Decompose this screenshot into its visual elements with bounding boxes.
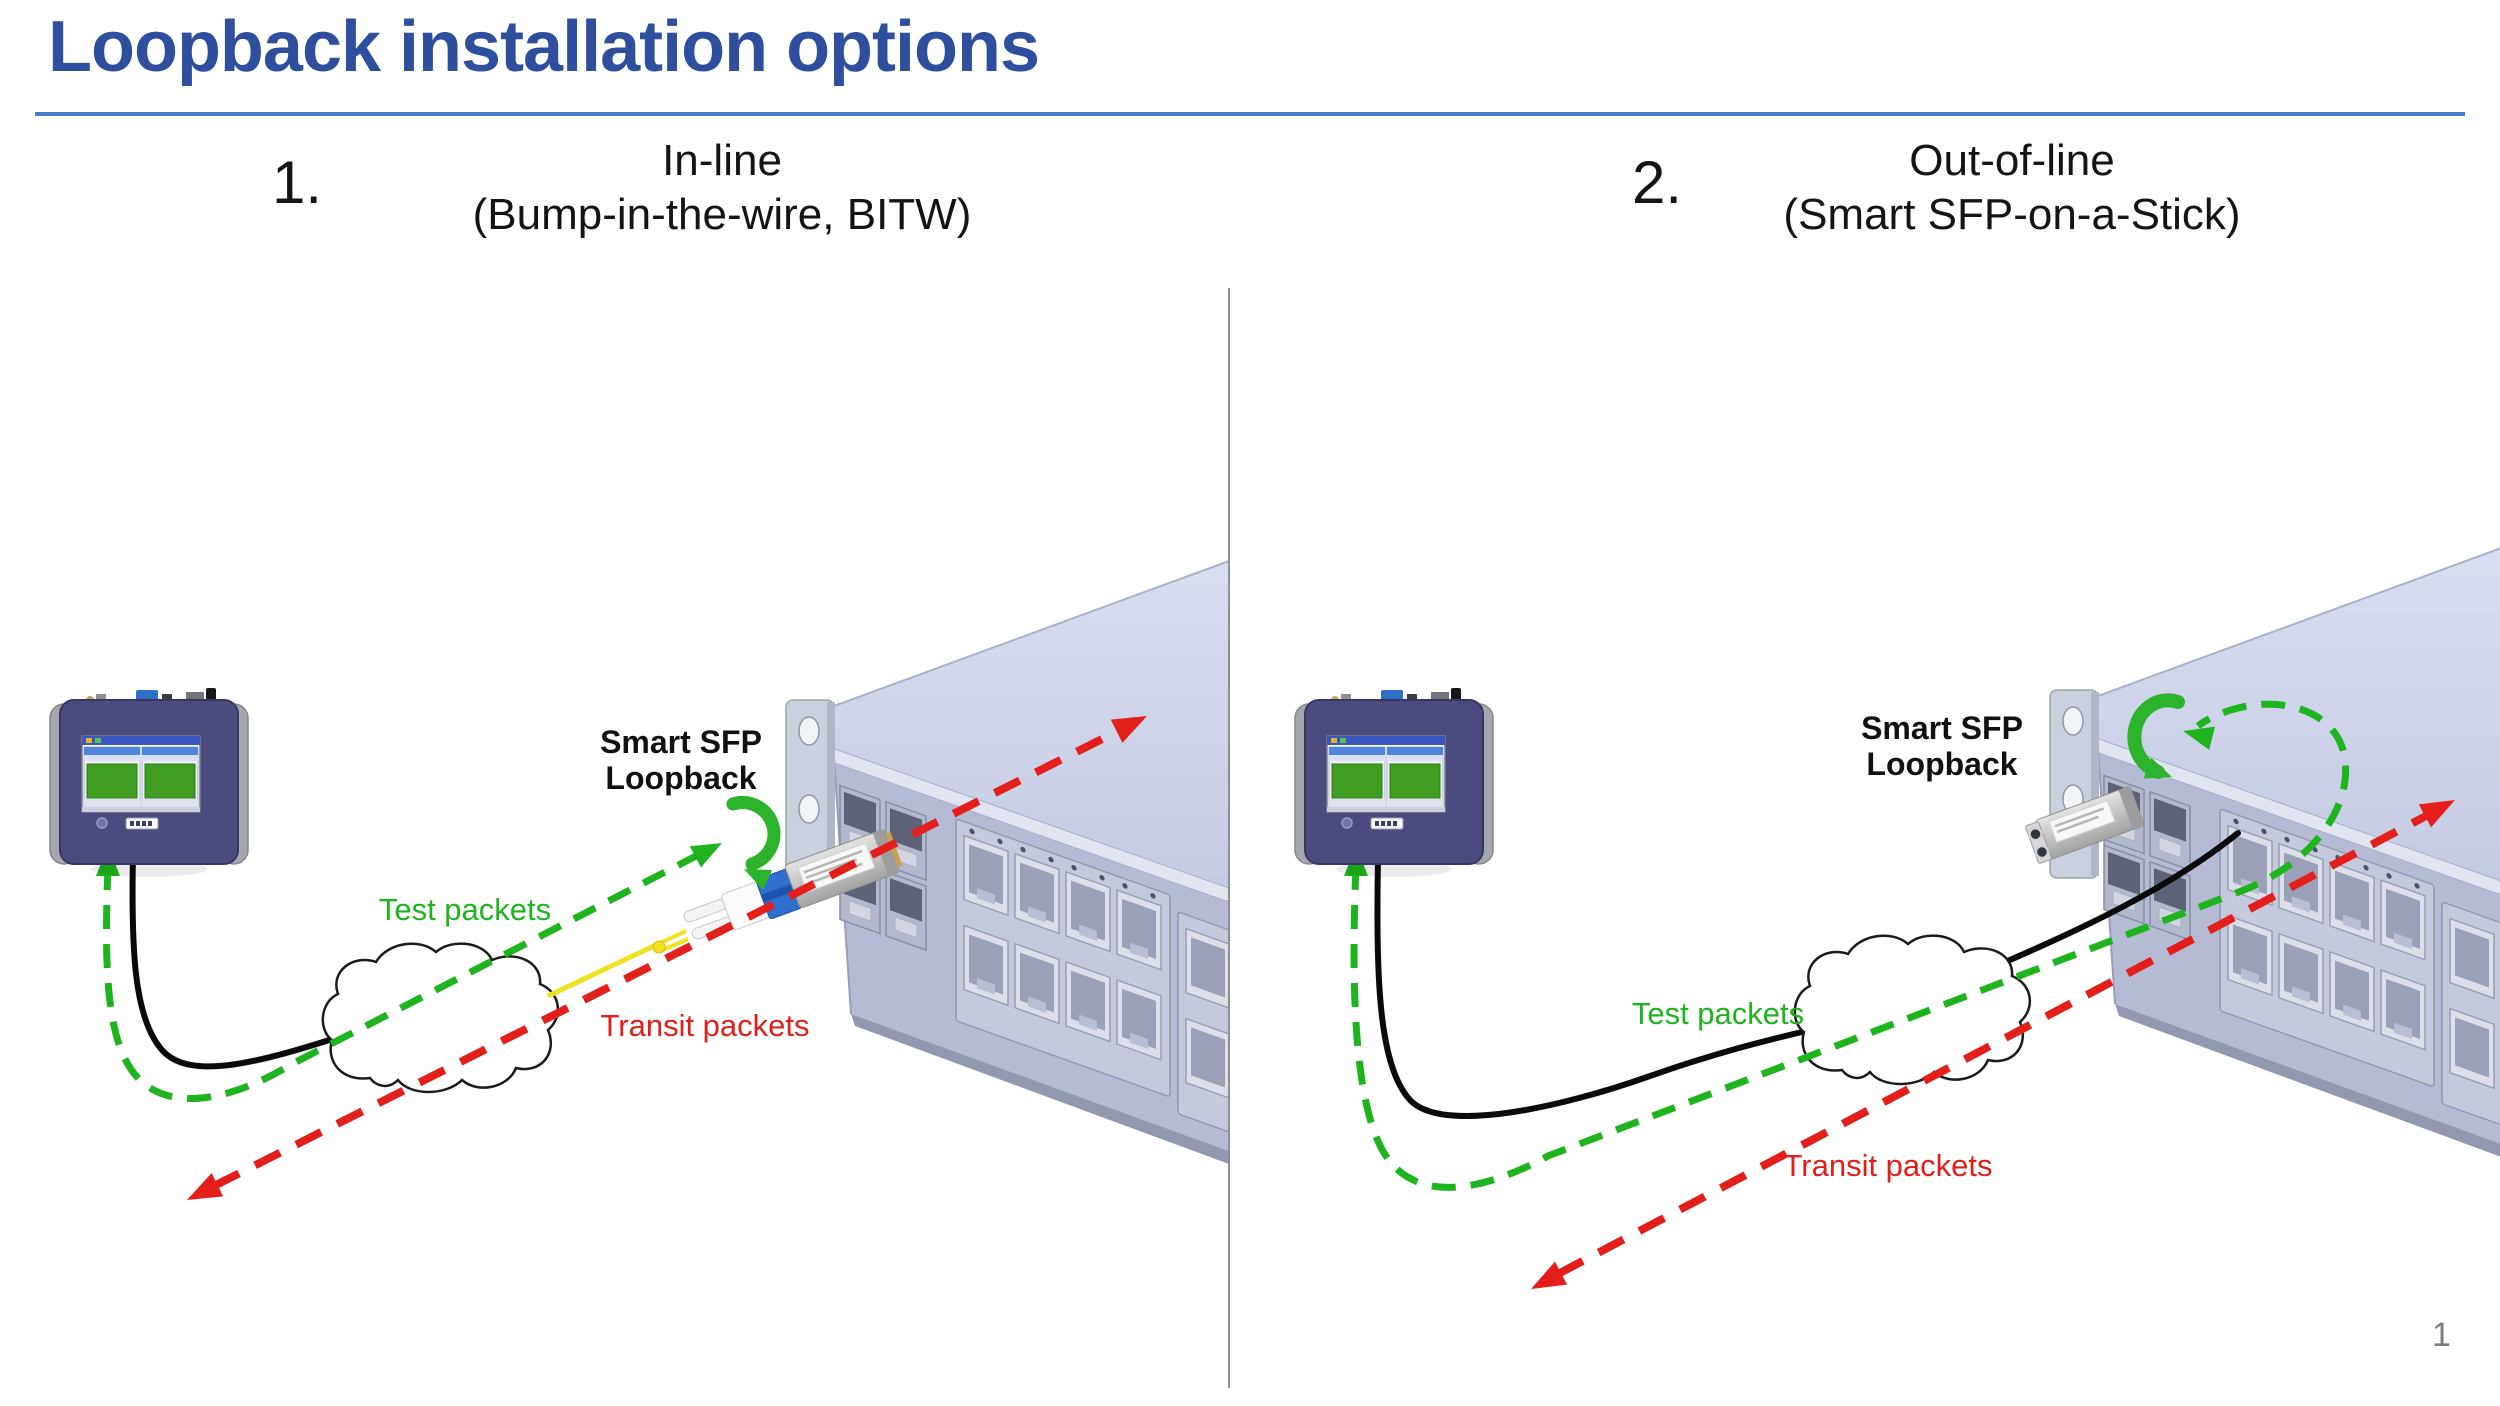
panel-2-number: 2. [1632,149,1683,216]
panel-1-number: 1. [272,149,323,216]
panel-1-heading: In-line (Bump-in-the-wire, BITW) [473,134,972,242]
service-cable-right-tester [1374,855,1805,1119]
network-tester-right [1294,687,1494,878]
loopback-arrow-icon-left [726,796,781,890]
switch-right [2049,546,2500,1181]
sfp-loopback-label-left: Smart SFP Loopback [600,724,762,796]
panel-1-heading-line1: In-line [662,136,782,185]
title-underline [35,112,2465,116]
page-title: Loopback installation options [48,7,1040,87]
network-tester-left [49,687,249,878]
service-cable-right-switch [1993,830,2241,969]
test-packets-path-left [96,832,728,1103]
sfp-loopback-label-right: Smart SFP Loopback [1861,710,2023,782]
transit-packets-path-left [181,704,1153,1212]
smart-sfp-module-right [2025,786,2145,864]
test-packets-label-left: Test packets [378,892,552,927]
test-packets-path-right [1344,700,2350,1191]
test-packets-label-right: Test packets [1631,996,1805,1031]
page-number: 1 [2432,1316,2451,1354]
transit-packets-path-right [1524,788,2462,1301]
transit-packets-label-right: Transit packets [1783,1148,1993,1183]
fiber-cable-left [546,929,689,999]
panel-1-heading-line2: (Bump-in-the-wire, BITW) [472,190,972,239]
network-cloud-right [1793,934,2032,1086]
service-cable-left [129,851,351,1070]
transit-packets-label-left: Transit packets [600,1008,810,1043]
panel-divider [1228,288,1230,1388]
loopback-arrow-icon-right [2127,693,2185,788]
panel-2-heading-line2: (Smart SFP-on-a-Stick) [1783,190,2241,239]
panel-2-heading-line1: Out-of-line [1909,136,2115,185]
panel-2-heading: Out-of-line (Smart SFP-on-a-Stick) [1783,134,2240,242]
